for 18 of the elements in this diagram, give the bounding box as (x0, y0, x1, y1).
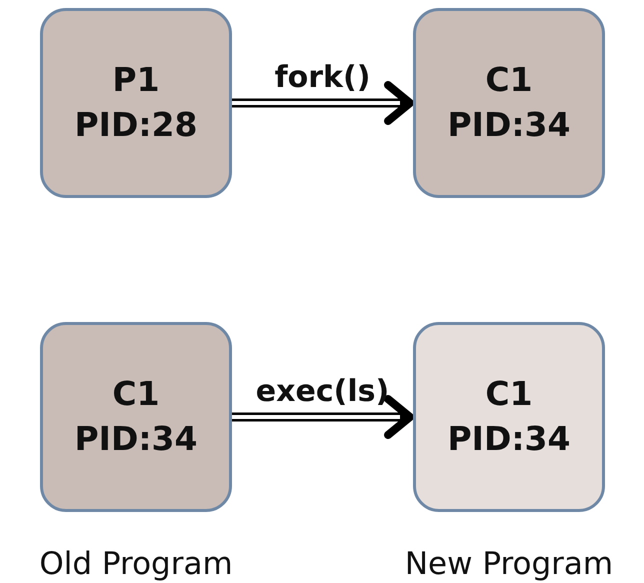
process-label: PID:34 (448, 418, 570, 460)
process-label: P1 (112, 59, 160, 102)
edge-label: exec(ls) (256, 374, 390, 409)
double-arrow (232, 395, 414, 439)
process-label: PID:34 (74, 418, 198, 460)
process-label: C1 (485, 373, 533, 416)
process-box (40, 8, 232, 198)
node-label: Old Program (39, 546, 233, 582)
process-label: PID:34 (448, 104, 570, 146)
node-label: New Program (404, 546, 614, 582)
process-box (40, 322, 232, 512)
edge-label: fork() (274, 60, 370, 95)
process-label: PID:28 (74, 104, 198, 146)
process-box (413, 8, 605, 198)
process-label: C1 (112, 373, 160, 416)
process-label: C1 (485, 59, 533, 102)
process-box (413, 322, 605, 512)
double-arrow (232, 81, 414, 125)
